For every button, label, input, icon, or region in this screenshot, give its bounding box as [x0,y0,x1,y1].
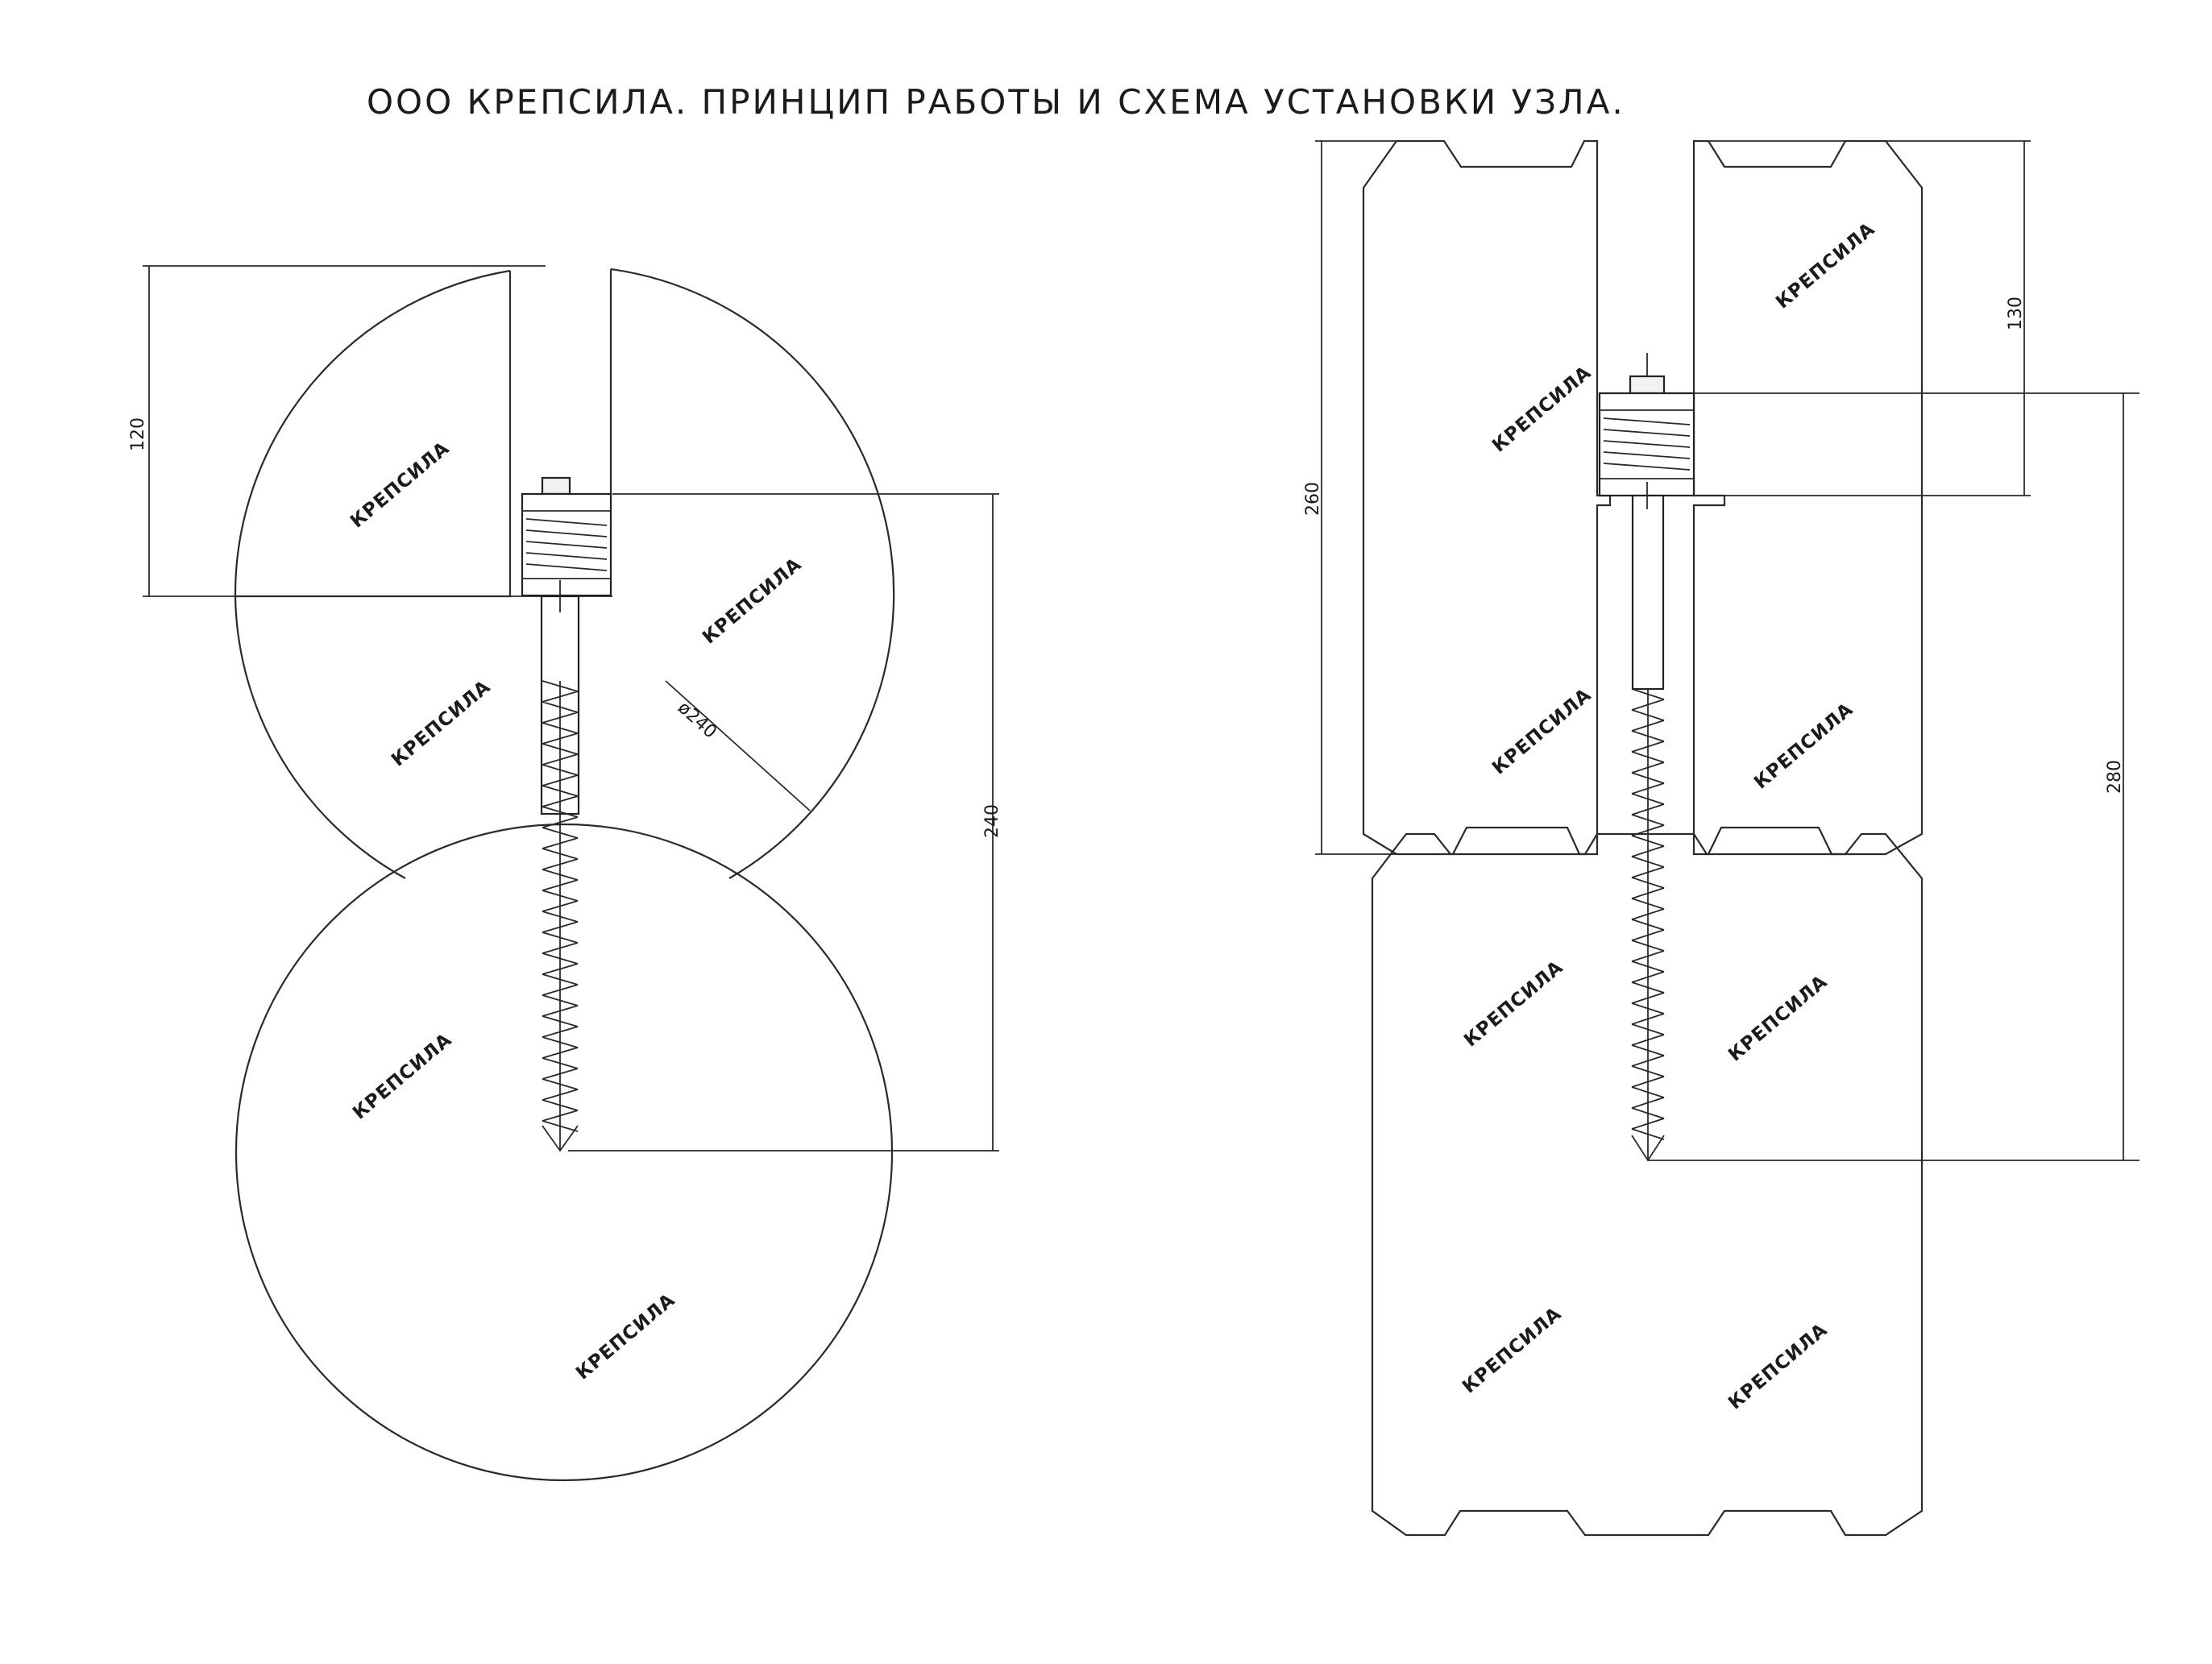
upper-right-log [609,268,895,879]
stamp-label: КРЕПСИЛА [1750,699,1857,793]
stamp-label: КРЕПСИЛА [1459,1303,1566,1397]
dimension-cut-depth: 120 [128,265,612,597]
dimension-label-diameter: ø240 [674,698,720,743]
spring-coil [525,518,608,571]
lower-log [234,823,894,1482]
dimension-label-cut-depth: 120 [128,417,148,451]
stamp-label: КРЕПСИЛА [699,554,806,648]
stamp-label: КРЕПСИЛА [349,1029,456,1123]
bolt-head [541,476,571,496]
beam-fastener-assembly [1598,353,1695,1162]
screw-thread [542,680,579,1152]
upper-left-beam [1362,139,1612,856]
round-log-view: 120 240 ø240 КРЕПСИЛА КРЕПСИЛА КРЕПСИЛА … [128,265,1002,1482]
diameter-leader [665,680,811,811]
stamp-label: КРЕПСИЛА [1724,1319,1832,1413]
stamp-label: КРЕПСИЛА [1488,362,1596,456]
page-title: ООО КРЕПСИЛА. ПРИНЦИП РАБОТЫ И СХЕМА УСТ… [367,82,1625,122]
beam-spring-coil [1603,417,1691,471]
dimension-screw-length: 240 [568,493,1002,1152]
stamp-label: КРЕПСИЛА [572,1289,679,1384]
dimension-label-beam-screw-length: 280 [2105,760,2125,794]
dimension-label-beam-cut-depth: 130 [2006,297,2026,330]
dimension-label-screw-length: 240 [982,804,1002,838]
stamp-label: КРЕПСИЛА [1460,956,1567,1051]
stamp-label: КРЕПСИЛА [347,438,454,532]
fastener-assembly [521,476,612,1152]
dimension-label-beam-height: 260 [1303,482,1323,516]
profiled-beam-view: 260 130 280 КРЕПСИЛА КРЕПСИЛА КРЕПСИЛА К… [1303,139,2139,1537]
upper-left-log [234,269,512,879]
stamp-label: КРЕПСИЛА [1724,971,1832,1065]
beam-screw-thread [1631,688,1665,1162]
lower-beam [1371,832,1924,1537]
beam-bolt-head [1629,375,1666,395]
dimension-beam-cut-depth: 130 [1694,140,2031,496]
dimension-beam-height: 260 [1303,140,1402,855]
stamp-label: КРЕПСИЛА [1772,218,1879,313]
stamp-label: КРЕПСИЛА [1488,684,1596,778]
dimension-beam-screw-length: 280 [1648,392,2139,1161]
stamp-label: КРЕПСИЛА [388,676,495,770]
beam-screw-shank [1631,494,1665,691]
